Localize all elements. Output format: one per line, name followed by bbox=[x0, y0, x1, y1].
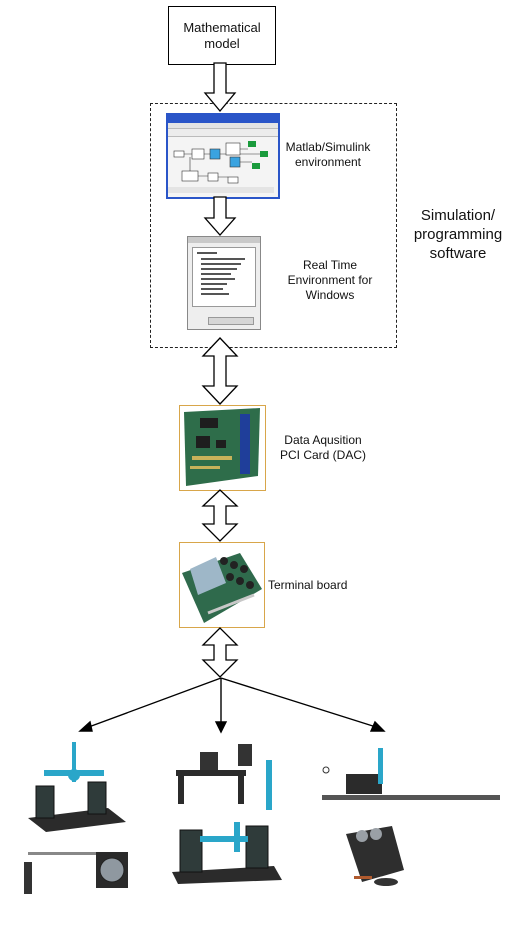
terminal-board-image bbox=[182, 553, 262, 623]
rtwin-tabs bbox=[188, 237, 260, 243]
simulink-block-diagram bbox=[168, 141, 274, 193]
software-group-label: Simulation/ programming software bbox=[413, 207, 503, 262]
window-toolbar bbox=[168, 129, 278, 137]
fan-out-arrows bbox=[78, 677, 386, 734]
arrow-simulink-to-rtwin bbox=[203, 196, 237, 236]
arrow-software-to-dac bbox=[201, 337, 239, 405]
dac-card-photo bbox=[179, 405, 266, 491]
rtwin-buttons bbox=[208, 317, 254, 325]
mathematical-model-label: Mathematical model bbox=[183, 19, 261, 51]
mathematical-model-box: Mathematical model bbox=[168, 6, 276, 65]
simulink-label: Matlab/Simulink environment bbox=[285, 140, 371, 169]
dac-card-image bbox=[184, 408, 260, 486]
dac-label: Data Aqusition PCI Card (DAC) bbox=[279, 433, 366, 462]
arrow-model-to-simulink bbox=[203, 62, 237, 113]
window-titlebar bbox=[168, 115, 278, 123]
terminal-board-photo bbox=[179, 542, 265, 628]
arrow-dac-to-terminal bbox=[201, 489, 239, 542]
software-group-border bbox=[150, 103, 397, 348]
arrow-terminal-to-junction bbox=[201, 627, 239, 678]
rtwin-tree-list bbox=[197, 252, 245, 295]
rtwin-label: Real Time Environment for Windows bbox=[287, 258, 373, 302]
rtwin-tree-panel bbox=[192, 247, 256, 307]
window-menubar bbox=[168, 123, 278, 129]
rtwin-screenshot bbox=[187, 236, 261, 330]
terminal-board-label: Terminal board bbox=[268, 578, 348, 592]
